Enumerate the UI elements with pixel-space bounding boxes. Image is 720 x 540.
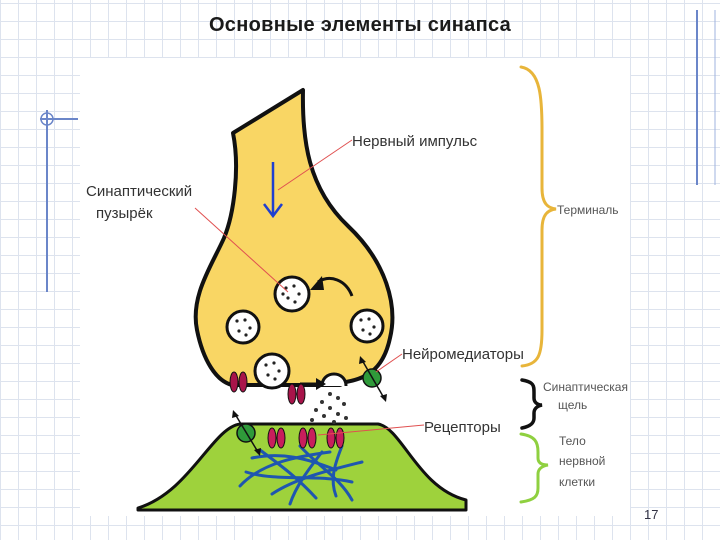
- slide-title: Основные элементы синапса: [208, 14, 512, 36]
- page-number: 17: [644, 507, 659, 522]
- label-cleft-line1: Синаптическая: [543, 380, 628, 394]
- label-vesicle-line2: пузырёк: [96, 205, 153, 222]
- postsynaptic-receptors: [267, 427, 345, 449]
- label-terminal: Терминаль: [557, 203, 619, 217]
- impulse-arrowhead: [263, 203, 283, 219]
- label-receptors: Рецепторы: [424, 419, 501, 436]
- terminal-brace: [519, 65, 557, 368]
- label-nerve-impulse: Нервный импульс: [352, 133, 478, 150]
- transporter-presynaptic: [359, 356, 387, 402]
- cell-body-brace: [519, 432, 549, 504]
- pointer-lines: [194, 139, 425, 436]
- label-vesicle-line1: Синаптический: [86, 183, 192, 200]
- label-body-line2: нервной: [559, 454, 605, 468]
- slide-decor-lines: [40, 10, 716, 292]
- presynaptic-receptor-2: [287, 383, 306, 405]
- transporter-postsynaptic: [232, 410, 261, 456]
- vesicle-3: [349, 308, 385, 344]
- recycling-arrowhead: [310, 276, 324, 290]
- dendrite-fibers: [238, 444, 364, 506]
- release-arrowhead: [316, 378, 326, 390]
- vesicle-2: [225, 309, 261, 345]
- postsynaptic-cell-body: [136, 422, 468, 512]
- vesicle-4: [253, 352, 291, 390]
- label-body-line1: Тело: [559, 434, 586, 448]
- cleft-brace: [520, 378, 543, 430]
- label-neurotransmitters: Нейромедиаторы: [402, 346, 524, 363]
- label-cleft-line2: щель: [558, 398, 587, 412]
- label-body-line3: клетки: [559, 475, 595, 489]
- vesicle-1: [273, 275, 311, 313]
- neurotransmitter-dots: [310, 392, 348, 424]
- presynaptic-receptor-1: [229, 371, 248, 393]
